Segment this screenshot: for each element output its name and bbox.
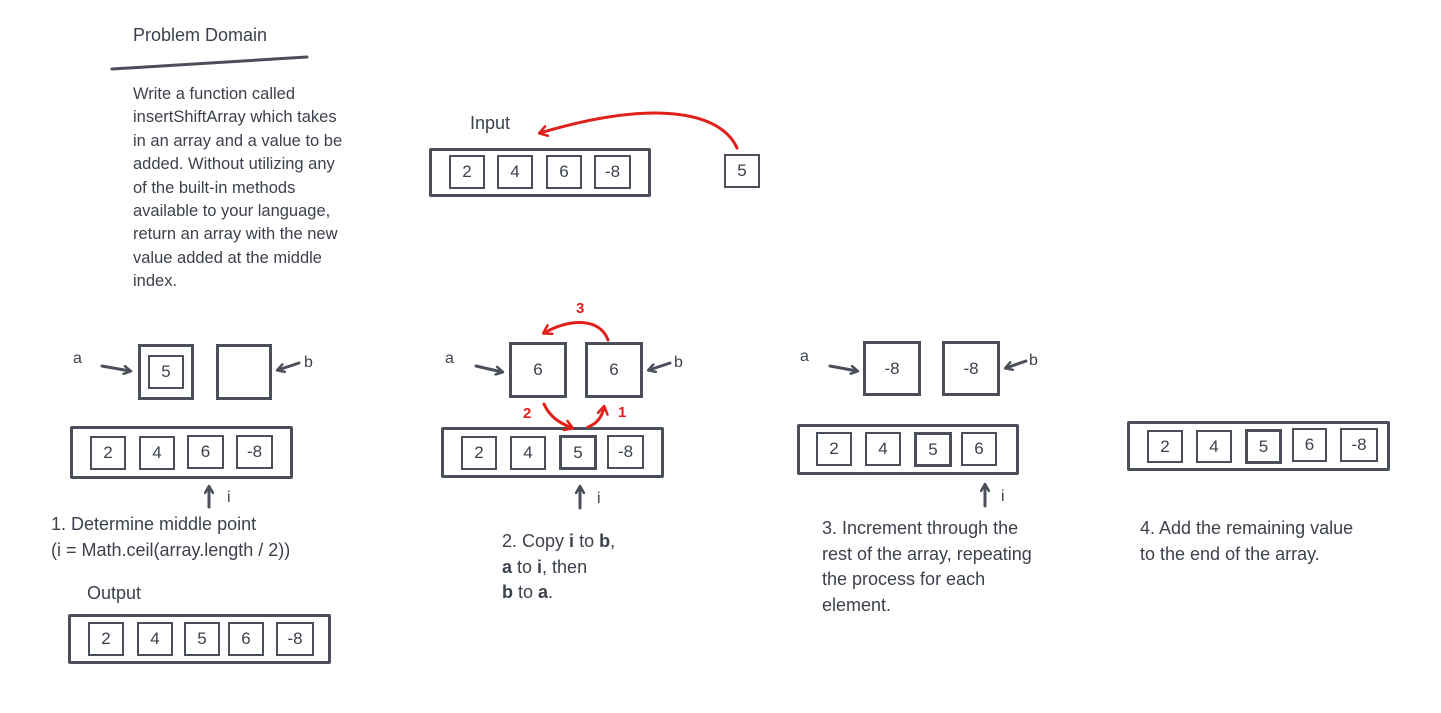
step2-array-cell: -8 [607, 435, 644, 469]
output-array-cell: -8 [276, 622, 314, 656]
input-label: Input [470, 113, 511, 133]
step4-array-cell-middle: 5 [1245, 429, 1282, 464]
var-a-value: 5 [148, 355, 184, 389]
input-array-cell: -8 [594, 155, 631, 189]
step3-array-cell: 4 [865, 432, 901, 466]
step3-array-cell: 2 [816, 432, 852, 466]
arrow-a-icon [828, 364, 857, 371]
output-array-cell: 6 [228, 622, 264, 656]
label-b: b [304, 354, 313, 371]
step1-array-cell: 2 [90, 436, 126, 470]
step4-array-cell: 4 [1196, 430, 1232, 463]
step2-text-var-b: b [599, 531, 611, 551]
output-array-cell: 2 [88, 622, 124, 656]
step2-text-var-i: i [537, 556, 543, 577]
step1-array-cell: -8 [236, 435, 273, 469]
var-a-box: 5 [138, 344, 194, 400]
step2-array-cell: 4 [510, 436, 546, 470]
var-b-box [216, 344, 272, 400]
label-a: a [800, 348, 809, 365]
input-arrow-icon [540, 111, 739, 150]
input-value-box: 5 [724, 154, 760, 188]
title-underline [110, 55, 309, 71]
step1-text-line1: 1. Determine middle point [51, 514, 257, 534]
step2-array-cell: 2 [461, 436, 497, 470]
step2-array-cell-middle: 5 [559, 435, 597, 470]
step2-text-part: 2. Copy [502, 531, 570, 551]
step2-text-part: to [574, 531, 600, 551]
step1-array-cell: 6 [187, 435, 224, 469]
order-label-2: 2 [523, 405, 532, 422]
step2-text-var-b: b [502, 582, 513, 603]
arrow-a-icon [100, 364, 130, 371]
output-array-cell: 4 [137, 622, 173, 656]
order-label-1: 1 [618, 404, 627, 421]
step4-array-cell: 2 [1147, 430, 1183, 463]
arrow-a-icon [474, 364, 502, 372]
label-i: i [1001, 488, 1005, 505]
step2-text-part: to [513, 582, 539, 603]
var-a-box: -8 [863, 341, 921, 396]
var-a-box: 6 [509, 342, 567, 398]
problem-description: Write a function called insertShiftArray… [133, 85, 343, 291]
label-i: i [227, 489, 231, 506]
input-array-cell: 4 [497, 155, 533, 189]
step3-array-cell-middle: 5 [914, 432, 952, 467]
input-array-cell: 6 [546, 155, 582, 189]
step2-text-var-a: a [538, 582, 549, 603]
step3-array-cell: 6 [961, 432, 997, 466]
step4-array-cell: -8 [1340, 428, 1378, 462]
label-b: b [674, 354, 683, 371]
label-a: a [445, 350, 454, 367]
step2-text-part: to [512, 556, 538, 577]
step1-array-cell: 4 [139, 436, 175, 470]
step4-array-cell: 6 [1292, 428, 1327, 462]
step2-text: 2. Copy i to b, a to i, then b to a. [502, 529, 615, 606]
arrow-b-icon [1006, 359, 1028, 368]
input-array-cell: 2 [449, 155, 485, 189]
red-arrow-2-icon [542, 402, 572, 428]
step1-text-line2: (i = Math.ceil(array.length / 2)) [51, 540, 291, 560]
step2-text-part: , then [542, 556, 588, 577]
output-array-cell: 5 [184, 622, 220, 656]
order-label-3: 3 [576, 300, 585, 317]
red-arrow-3-icon [544, 321, 610, 342]
step3-text: 3. Increment through the rest of the arr… [822, 518, 1032, 615]
step2-text-var-i: i [569, 531, 575, 551]
label-b: b [1029, 352, 1038, 369]
var-b-box: 6 [585, 342, 643, 398]
arrow-b-icon [278, 361, 301, 370]
var-b-box: -8 [942, 341, 1000, 396]
red-arrow-1-icon [586, 407, 604, 429]
arrow-b-icon [649, 361, 672, 370]
step2-text-var-a: a [502, 556, 513, 577]
problem-domain-title: Problem Domain [133, 25, 268, 45]
output-label: Output [87, 583, 142, 603]
step2-text-part: , [610, 531, 616, 551]
label-a: a [73, 350, 82, 367]
step2-text-part: . [548, 582, 554, 603]
step4-text: 4. Add the remaining value to the end of… [1140, 518, 1354, 564]
label-i: i [597, 490, 601, 507]
